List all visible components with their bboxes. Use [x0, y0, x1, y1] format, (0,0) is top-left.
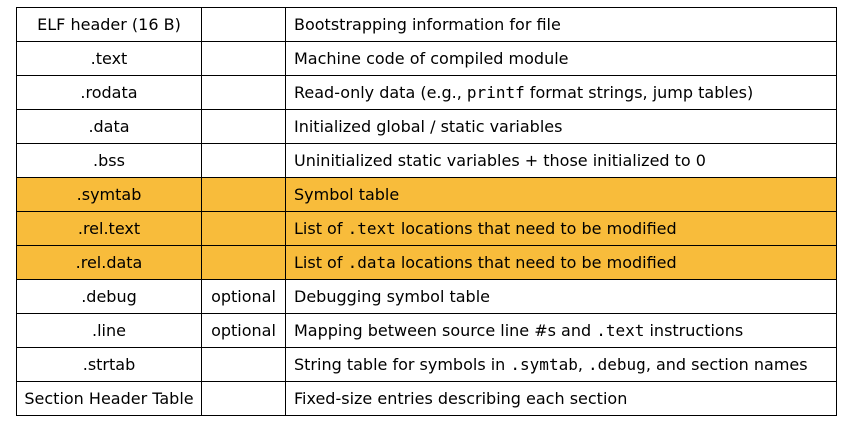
- section-description-cell: List of .data locations that need to be …: [285, 245, 837, 280]
- description-text: instructions: [644, 321, 744, 340]
- section-name-cell: .debug: [16, 279, 202, 314]
- section-description-cell: Symbol table: [285, 177, 837, 212]
- description-text: , and section names: [645, 355, 808, 374]
- description-text: Mapping between source line #s and: [294, 321, 597, 340]
- code-text: .symtab: [510, 355, 578, 374]
- optional-cell: [201, 75, 286, 110]
- optional-cell: [201, 143, 286, 178]
- section-description-cell: Mapping between source line #s and .text…: [285, 313, 837, 348]
- section-name-cell: .bss: [16, 143, 202, 178]
- section-name-cell: .strtab: [16, 347, 202, 382]
- elf-sections-table: ELF header (16 B) Bootstrapping informati…: [16, 7, 837, 416]
- code-text: .text: [347, 219, 396, 238]
- description-text: ,: [577, 355, 589, 374]
- optional-cell: optional: [201, 313, 286, 348]
- optional-cell: [201, 41, 286, 76]
- section-name-cell: .rodata: [16, 75, 202, 110]
- section-name-cell: .symtab: [16, 177, 202, 212]
- description-text: Machine code of compiled module: [294, 49, 569, 68]
- description-text: String table for symbols in: [294, 355, 511, 374]
- description-text: List of: [294, 219, 348, 238]
- code-text: .data: [347, 253, 396, 272]
- optional-cell: [201, 245, 286, 280]
- table-row: .rel.data List of .data locations that ne…: [16, 245, 837, 280]
- table-row: .rodata Read-only data (e.g., printf form…: [16, 75, 837, 110]
- table-row: .data Initialized global / static variabl…: [16, 109, 837, 144]
- code-text: .debug: [588, 355, 646, 374]
- section-name-cell: .data: [16, 109, 202, 144]
- description-text: Debugging symbol table: [294, 287, 490, 306]
- optional-cell: [201, 7, 286, 42]
- section-description-cell: Initialized global / static variables: [285, 109, 837, 144]
- section-name-cell: Section Header Table: [16, 381, 202, 416]
- optional-cell: [201, 211, 286, 246]
- table-row: .strtab String table for symbols in .symt…: [16, 347, 837, 382]
- section-description-cell: Fixed-size entries describing each secti…: [285, 381, 837, 416]
- section-name-cell: .text: [16, 41, 202, 76]
- optional-cell: [201, 109, 286, 144]
- table-row: .bss Uninitialized static variables + tho…: [16, 143, 837, 178]
- section-description-cell: Bootstrapping information for file: [285, 7, 837, 42]
- section-description-cell: Uninitialized static variables + those i…: [285, 143, 837, 178]
- table-row: ELF header (16 B) Bootstrapping informati…: [16, 7, 837, 42]
- section-description-cell: List of .text locations that need to be …: [285, 211, 837, 246]
- description-text: Read-only data (e.g.,: [294, 83, 467, 102]
- section-description-cell: Debugging symbol table: [285, 279, 837, 314]
- description-text: List of: [294, 253, 348, 272]
- description-text: format strings, jump tables): [524, 83, 754, 102]
- description-text: locations that need to be modified: [395, 253, 677, 272]
- description-text: locations that need to be modified: [395, 219, 677, 238]
- section-name-cell: ELF header (16 B): [16, 7, 202, 42]
- optional-cell: [201, 177, 286, 212]
- table-row: .rel.text List of .text locations that ne…: [16, 211, 837, 246]
- section-name-cell: .rel.data: [16, 245, 202, 280]
- description-text: Uninitialized static variables + those i…: [294, 151, 706, 170]
- section-description-cell: Machine code of compiled module: [285, 41, 837, 76]
- optional-cell: [201, 381, 286, 416]
- elf-sections-body: ELF header (16 B) Bootstrapping informati…: [16, 7, 837, 416]
- code-text: printf: [466, 83, 525, 102]
- section-name-cell: .line: [16, 313, 202, 348]
- table-row: .text Machine code of compiled module: [16, 41, 837, 76]
- table-row: Section Header Table Fixed-size entries d…: [16, 381, 837, 416]
- description-text: Symbol table: [294, 185, 400, 204]
- table-row: .symtab Symbol table: [16, 177, 837, 212]
- optional-cell: optional: [201, 279, 286, 314]
- description-text: Bootstrapping information for file: [294, 15, 561, 34]
- section-name-cell: .rel.text: [16, 211, 202, 246]
- section-description-cell: Read-only data (e.g., printf format stri…: [285, 75, 837, 110]
- section-description-cell: String table for symbols in .symtab, .de…: [285, 347, 837, 382]
- description-text: Initialized global / static variables: [294, 117, 563, 136]
- code-text: .text: [596, 321, 645, 340]
- optional-cell: [201, 347, 286, 382]
- description-text: Fixed-size entries describing each secti…: [294, 389, 628, 408]
